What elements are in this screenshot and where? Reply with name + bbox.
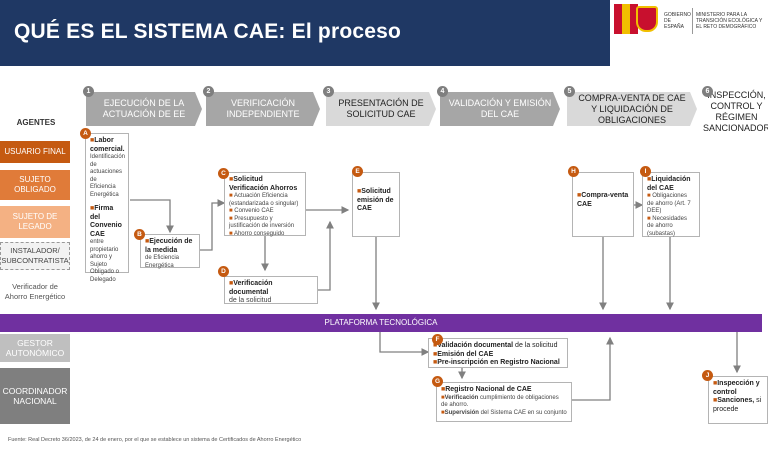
box-g-line-1: Registro Nacional de CAE [445,386,532,393]
step-5: COMPRA-VENTA DE CAE Y LIQUIDACIÓN DE OBL… [567,92,697,126]
badge-c: C [218,168,229,179]
box-g-line-2b: cumplimiento de obligaciones de ahorro. [441,394,559,409]
box-f-line-1: Validación documental [437,342,514,349]
badge-b: B [134,229,145,240]
box-i-item-2: ■ Necesidades de ahorro (subastas) [647,215,687,237]
box-i-title: Liquidación del CAE [647,176,691,192]
agent-instalador: INSTALADOR/ SUBCONTRATISTA [0,242,70,270]
page-title: QUÉ ES EL SISTEMA CAE: El proceso [14,20,402,43]
agent-gestor-autonomico: GESTOR AUTONÓMICO [0,334,70,362]
box-j-line-2b: si procede [713,397,762,413]
box-a-title-2: Firma del Convenio CAE [90,205,122,238]
box-g-line-2: Verificación [444,394,479,401]
step-3: PRESENTACIÓN DE SOLICITUD CAE [326,92,436,126]
box-c-item-1: ■ Actuación Eficiencia (estandarizada o … [229,193,299,207]
step-number-6: 6 [702,86,713,97]
box-j-inspeccion: ■Inspección y control ■Sanciones, si pro… [708,376,768,424]
step-number-3: 3 [323,86,334,97]
box-g-registro-nacional: ■Registro Nacional de CAE ■Verificación … [436,382,572,422]
box-j-line-1: Inspección y control [713,380,760,396]
agent-sujeto-obligado: SUJETO OBLIGADO [0,170,70,200]
box-h-title: Compra-venta CAE [577,192,629,208]
step-number-4: 4 [437,86,448,97]
flag-stripe [622,4,630,34]
box-f-validacion: ■Validación documental de la solicitud ■… [428,338,568,368]
agent-coordinador-nacional: COORDINADOR NACIONAL [0,368,70,424]
ministry-label: MINISTERIO PARA LA TRANSICIÓN ECOLÓGICA … [696,12,763,30]
badge-e: E [352,166,363,177]
flag-stripe [614,4,622,34]
badge-j: J [702,370,713,381]
agent-sujeto-legado: SUJETO DE LEGADO [0,206,70,238]
step-2: VERIFICACIÓN INDEPENDIENTE [206,92,320,126]
step-number-5: 5 [564,86,575,97]
government-logo: GOBIERNO DE ESPAÑA MINISTERIO PARA LA TR… [610,0,768,66]
badge-a: A [80,128,91,139]
step-1: EJECUCIÓN DE LA ACTUACIÓN DE EE [86,92,202,126]
badge-g: G [432,376,443,387]
platform-band: PLATAFORMA TECNOLÓGICA [0,314,762,332]
badge-f: F [432,334,443,345]
box-c-item-3: ■ Presupuesto y justificación de inversi… [229,215,295,230]
box-c-title: Solicitud Verificación Ahorros [229,176,298,192]
box-d-title: Verificación documental [229,280,273,296]
agent-usuario-final: USUARIO FINAL [0,141,70,163]
box-i-item-1: ■ Obligaciones de ahorro (Art. 7 DEE) [647,193,691,214]
source-footnote: Fuente: Real Decreto 36/2023, de 24 de e… [8,437,302,443]
box-j-line-2: Sanciones, [717,397,755,404]
step-6: INSPECCIÓN, CONTROL Y RÉGIMEN SANCIONADO… [703,90,768,133]
box-h-compraventa: ■Compra-venta CAE [572,172,634,237]
box-b-title: Ejecución de la medida [145,238,193,254]
box-c-item-4: ■ Ahorro conseguido [229,230,285,237]
step-number-1: 1 [83,86,94,97]
box-g-line-3b: del Sistema CAE en su conjunto [480,409,567,416]
box-a-title: Labor comercial. [90,137,125,153]
box-g-line-3: Supervisión [444,409,479,416]
badge-d: D [218,266,229,277]
box-e-solicitud-emision: ■Solicitud emisión de CAE [352,172,400,237]
box-c-solicitud-verificacion: ■Solicitud Verificación Ahorros ■ Actuac… [224,172,306,237]
box-i-liquidacion: ■Liquidación del CAE ■ Obligaciones de a… [642,172,700,237]
badge-i: I [640,166,651,177]
box-f-line-3: Pre-inscripción en Registro Nacional [437,359,560,366]
agents-heading: AGENTES [16,118,56,127]
box-a-desc-2: entre propietario ahorro y Sujeto Obliga… [90,239,120,283]
box-a-labor-comercial: ■Labor comercial. Identificación de actu… [85,133,129,283]
logo-divider [692,8,693,34]
coat-of-arms-icon [636,6,658,32]
box-a-desc: Identificación de actuaciones de Eficien… [90,154,126,198]
box-d-desc: de la solicitud [229,297,272,304]
box-c-item-2: ■ Convenio CAE [229,208,274,214]
badge-h: H [568,166,579,177]
box-e-title: Solicitud emisión de CAE [357,188,394,212]
box-d-verificacion-documental: ■Verificación documental de la solicitud [224,276,318,304]
agent-verificador: Verificador de Ahorro Energético [0,274,70,310]
box-b-desc: de Eficiencia Energética [145,255,180,269]
step-4: VALIDACIÓN Y EMISIÓN DEL CAE [440,92,560,126]
box-b-ejecucion: ■Ejecución de la medida de Eficiencia En… [140,234,200,269]
box-f-line-2: Emisión del CAE [437,350,494,358]
box-f-line-1b: de la solicitud [515,342,558,349]
header-bar: QUÉ ES EL SISTEMA CAE: El proceso [0,0,610,66]
step-number-2: 2 [203,86,214,97]
flag-stripe [630,4,638,34]
gov-label: GOBIERNO DE ESPAÑA [664,12,691,30]
